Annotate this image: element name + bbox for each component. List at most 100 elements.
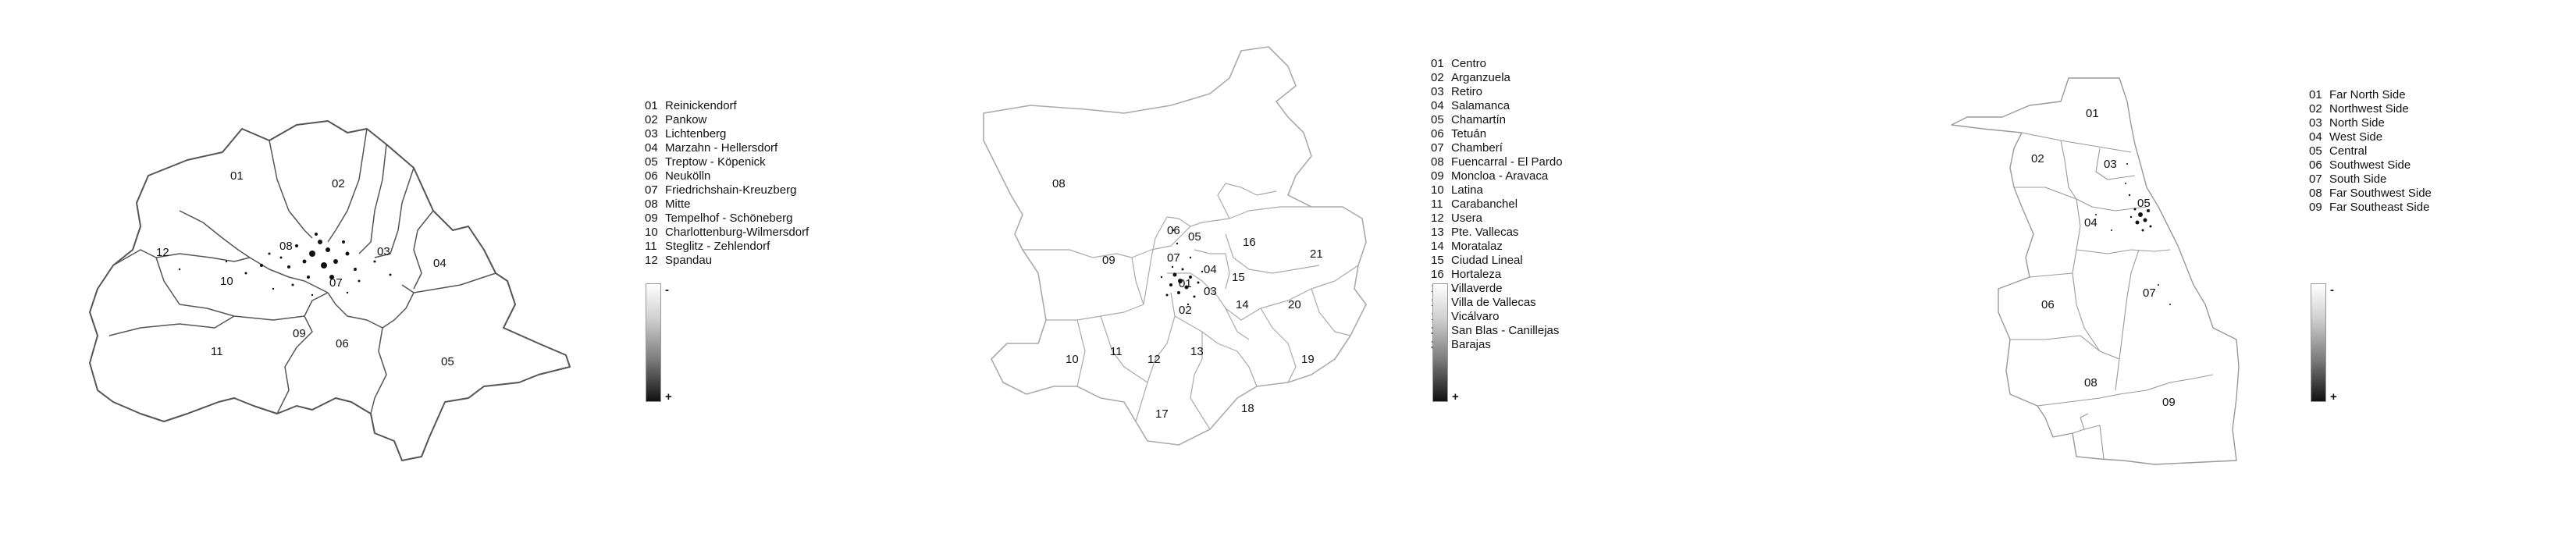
chicago-label-01: 01 (2086, 107, 2099, 120)
madrid-outer-boundary (983, 46, 1367, 446)
madrid-label-05: 05 (1188, 230, 1201, 244)
madrid-density-cluster (1160, 229, 1204, 306)
berlin-label-02: 02 (332, 177, 345, 190)
madrid-map: 01 02 03 04 05 06 07 08 09 10 11 12 13 1… (968, 39, 1436, 464)
berlin-label-06: 06 (336, 337, 349, 350)
madrid-map-svg: 01 02 03 04 05 06 07 08 09 10 11 12 13 1… (983, 46, 1367, 446)
chicago-label-02: 02 (2031, 152, 2044, 165)
berlin-density-cluster (178, 233, 392, 297)
berlin-district-borders (109, 128, 496, 414)
chicago-density-scale (2311, 283, 2326, 402)
madrid-label-18: 18 (1241, 402, 1254, 415)
chicago-scale-low-label: - (2330, 283, 2334, 297)
chicago-label-05: 05 (2137, 197, 2151, 210)
madrid-label-06: 06 (1167, 224, 1180, 237)
madrid-density-scale (1432, 283, 1448, 402)
berlin-label-04: 04 (433, 257, 447, 270)
berlin-scale-high-label: + (665, 390, 672, 404)
madrid-scale-low-label: - (1452, 283, 1456, 297)
madrid-panel: 01 02 03 04 05 06 07 08 09 10 11 12 13 1… (859, 0, 1717, 537)
madrid-label-09: 09 (1102, 254, 1115, 267)
madrid-label-10: 10 (1066, 353, 1079, 366)
berlin-outer-boundary (89, 120, 571, 461)
berlin-label-10: 10 (220, 275, 233, 288)
chicago-scale-high-label: + (2330, 390, 2337, 404)
berlin-map: 01 02 03 04 05 06 07 08 09 10 11 12 (78, 94, 585, 488)
chicago-map-svg: 01 02 03 04 05 06 07 08 09 (1951, 77, 2240, 465)
berlin-label-11: 11 (211, 345, 223, 358)
legend-row: 18Villa de Vallecas (1431, 296, 1536, 309)
berlin-label-07: 07 (329, 276, 343, 290)
chicago-label-07: 07 (2143, 286, 2156, 300)
berlin-label-09: 09 (293, 327, 306, 340)
berlin-density-scale (646, 283, 661, 402)
madrid-scale-high-label: + (1452, 390, 1459, 404)
berlin-label-01: 01 (230, 169, 244, 183)
chicago-outer-boundary (1951, 77, 2240, 465)
legend-row: 20San Blas - Canillejas (1431, 324, 1560, 337)
berlin-scale-low-label: - (665, 283, 669, 297)
madrid-label-16: 16 (1243, 236, 1256, 249)
berlin-label-05: 05 (441, 355, 454, 368)
berlin-map-svg: 01 02 03 04 05 06 07 08 09 10 11 12 (89, 120, 571, 461)
madrid-label-14: 14 (1236, 298, 1249, 311)
madrid-label-15: 15 (1232, 271, 1245, 284)
madrid-label-08: 08 (1052, 177, 1066, 190)
madrid-label-01: 01 (1179, 277, 1192, 290)
madrid-label-11: 11 (1110, 345, 1123, 358)
berlin-label-08: 08 (279, 240, 293, 253)
madrid-district-borders (1023, 183, 1359, 430)
madrid-label-03: 03 (1204, 285, 1217, 298)
berlin-label-12: 12 (156, 246, 169, 259)
chicago-district-borders (2010, 132, 2214, 460)
chicago-label-06: 06 (2041, 298, 2055, 311)
chicago-density-cluster (2095, 163, 2171, 305)
madrid-label-13: 13 (1190, 345, 1204, 358)
legend-row: 21Barajas (1431, 338, 1491, 351)
madrid-label-02: 02 (1179, 304, 1192, 317)
madrid-label-20: 20 (1288, 298, 1301, 311)
madrid-label-12: 12 (1147, 353, 1161, 366)
legend-row: 17Villaverde (1431, 282, 1503, 295)
chicago-label-09: 09 (2162, 396, 2176, 409)
madrid-label-21: 21 (1310, 247, 1323, 261)
berlin-label-03: 03 (377, 245, 390, 258)
legend-row: 19Vicálvaro (1431, 310, 1500, 323)
chicago-map: 01 02 03 04 05 06 07 08 09 (1936, 70, 2264, 480)
